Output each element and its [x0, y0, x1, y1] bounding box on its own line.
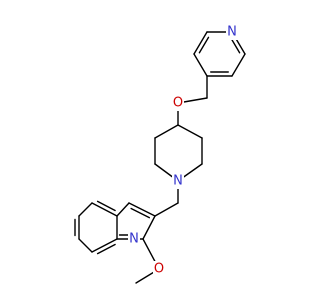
pyridine-nitrogen-label: N: [227, 25, 237, 40]
structure-canvas: N O N N O: [74, 24, 246, 284]
piperidine-nitrogen: N: [172, 173, 184, 189]
methoxy-oxygen-label: O: [154, 262, 164, 277]
bond-25: [78, 202, 93, 217]
bond-28-double: [96, 243, 116, 255]
bond-24-double: [96, 200, 116, 212]
bond-1: [193, 31, 208, 55]
piperidine-nitrogen-label: N: [173, 174, 183, 189]
ether-oxygen: O: [172, 95, 184, 111]
bond-24: [91, 202, 118, 217]
bond-15: [177, 124, 203, 139]
quinoline-nitrogen: N: [128, 231, 140, 247]
atom-label-layer: N O N N O: [128, 24, 238, 277]
bond-27: [78, 238, 93, 253]
bond-23: [142, 215, 156, 240]
bond-28: [91, 238, 118, 253]
pyridine-nitrogen: N: [226, 24, 238, 40]
bond-10: [154, 124, 179, 139]
quinoline-nitrogen-label: N: [129, 232, 139, 247]
bond-4: [231, 53, 246, 77]
molecule-drawing: N O N N O: [74, 24, 246, 284]
bond-6: [193, 53, 208, 77]
bond-17: [154, 202, 179, 217]
ether-oxygen-label: O: [173, 96, 183, 111]
bond-18-double: [130, 207, 151, 219]
bond-18: [128, 202, 156, 217]
bond-1-double: [198, 36, 210, 54]
bond-19: [116, 202, 130, 217]
bond-layer: [74, 31, 246, 284]
methoxy-oxygen: O: [153, 261, 165, 277]
